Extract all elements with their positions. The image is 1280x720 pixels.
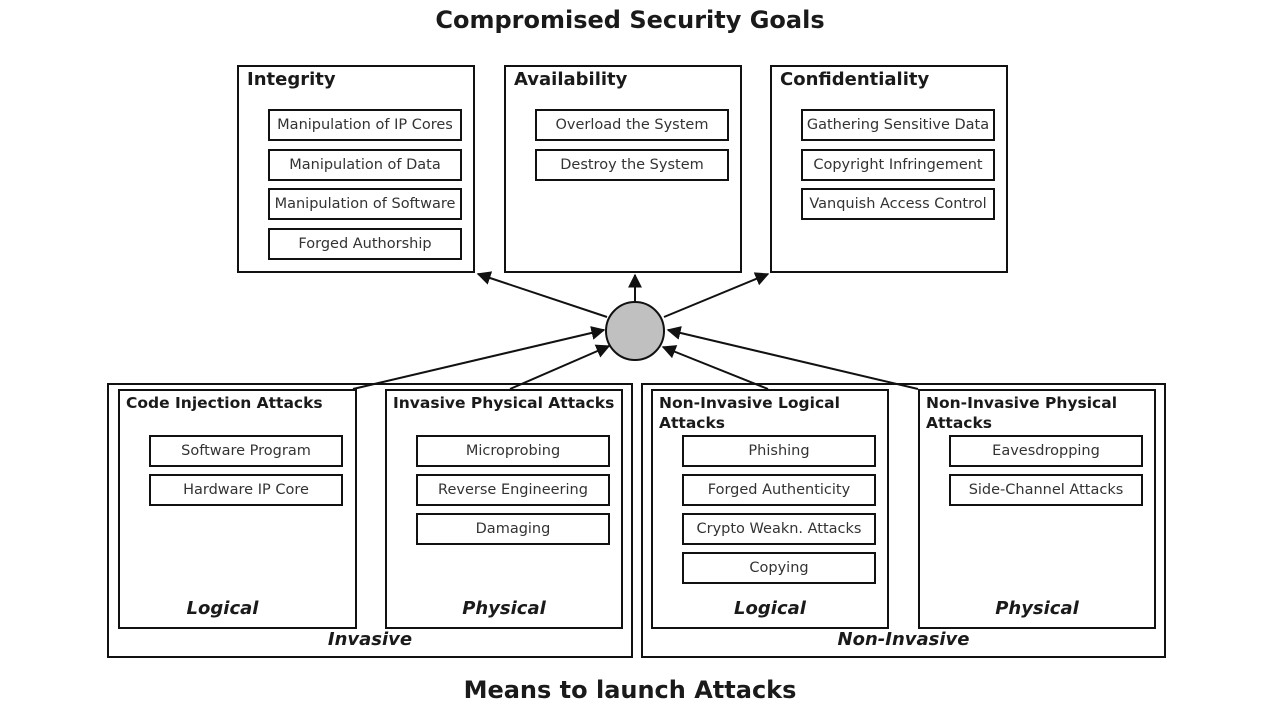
arrow-to-integrity: [476, 271, 608, 318]
attack-item: Forged Authenticity: [682, 474, 876, 506]
goal-item: Vanquish Access Control: [801, 188, 995, 220]
means-label-invasive: Invasive: [327, 629, 413, 650]
hub-node: [605, 301, 665, 361]
group-non-invasive-logical: Non-Invasive Logical Attacks Phishing Fo…: [651, 389, 889, 629]
arrow-from-noninvasive-logical: [661, 345, 769, 390]
group-code-injection: Code Injection Attacks Software Program …: [118, 389, 357, 629]
goal-item: Copyright Infringement: [801, 149, 995, 181]
bottom-title: Means to launch Attacks: [463, 676, 797, 704]
goal-title-availability: Availability: [514, 69, 628, 90]
goal-item: Destroy the System: [535, 149, 729, 181]
group-kind-label: Logical: [186, 598, 259, 619]
attack-item: Microprobing: [416, 435, 610, 467]
group-kind-label: Physical: [462, 598, 546, 619]
attack-item: Software Program: [149, 435, 343, 467]
goal-box-confidentiality: Confidentiality Gathering Sensitive Data…: [770, 65, 1008, 273]
attack-item: Hardware IP Core: [149, 474, 343, 506]
group-title: Non-Invasive Physical Attacks: [926, 394, 1118, 432]
group-non-invasive-physical: Non-Invasive Physical Attacks Eavesdropp…: [918, 389, 1156, 629]
group-kind-label: Physical: [995, 598, 1079, 619]
goal-title-integrity: Integrity: [247, 69, 336, 90]
group-title: Code Injection Attacks: [126, 394, 323, 412]
arrow-from-noninvasive-physical: [666, 326, 919, 390]
arrow-to-confidentiality: [663, 272, 770, 318]
goal-title-confidentiality: Confidentiality: [780, 69, 930, 90]
goal-item: Manipulation of Software: [268, 188, 462, 220]
goal-item: Gathering Sensitive Data: [801, 109, 995, 141]
attack-item: Phishing: [682, 435, 876, 467]
attack-item: Crypto Weakn. Attacks: [682, 513, 876, 545]
attack-item: Reverse Engineering: [416, 474, 610, 506]
goal-box-availability: Availability Overload the System Destroy…: [504, 65, 742, 273]
means-box-invasive: Invasive: [107, 383, 633, 658]
arrow-from-code-injection: [352, 326, 606, 390]
group-kind-label: Logical: [734, 598, 806, 619]
goal-item: Overload the System: [535, 109, 729, 141]
attack-item: Eavesdropping: [949, 435, 1143, 467]
group-invasive-physical: Invasive Physical Attacks Microprobing R…: [385, 389, 623, 629]
means-box-non-invasive: Non-Invasive: [641, 383, 1166, 658]
attack-item: Damaging: [416, 513, 610, 545]
goal-item: Forged Authorship: [268, 228, 462, 260]
attack-item: Side-Channel Attacks: [949, 474, 1143, 506]
means-label-non-invasive: Non-Invasive: [837, 629, 970, 650]
goal-item: Manipulation of IP Cores: [268, 109, 462, 141]
top-title: Compromised Security Goals: [435, 6, 825, 34]
goal-item: Manipulation of Data: [268, 149, 462, 181]
attack-item: Copying: [682, 552, 876, 584]
group-title: Non-Invasive Logical Attacks: [659, 394, 840, 432]
goal-box-integrity: Integrity Manipulation of IP Cores Manip…: [237, 65, 475, 273]
arrow-from-invasive-physical: [509, 344, 611, 390]
group-title: Invasive Physical Attacks: [393, 394, 615, 412]
